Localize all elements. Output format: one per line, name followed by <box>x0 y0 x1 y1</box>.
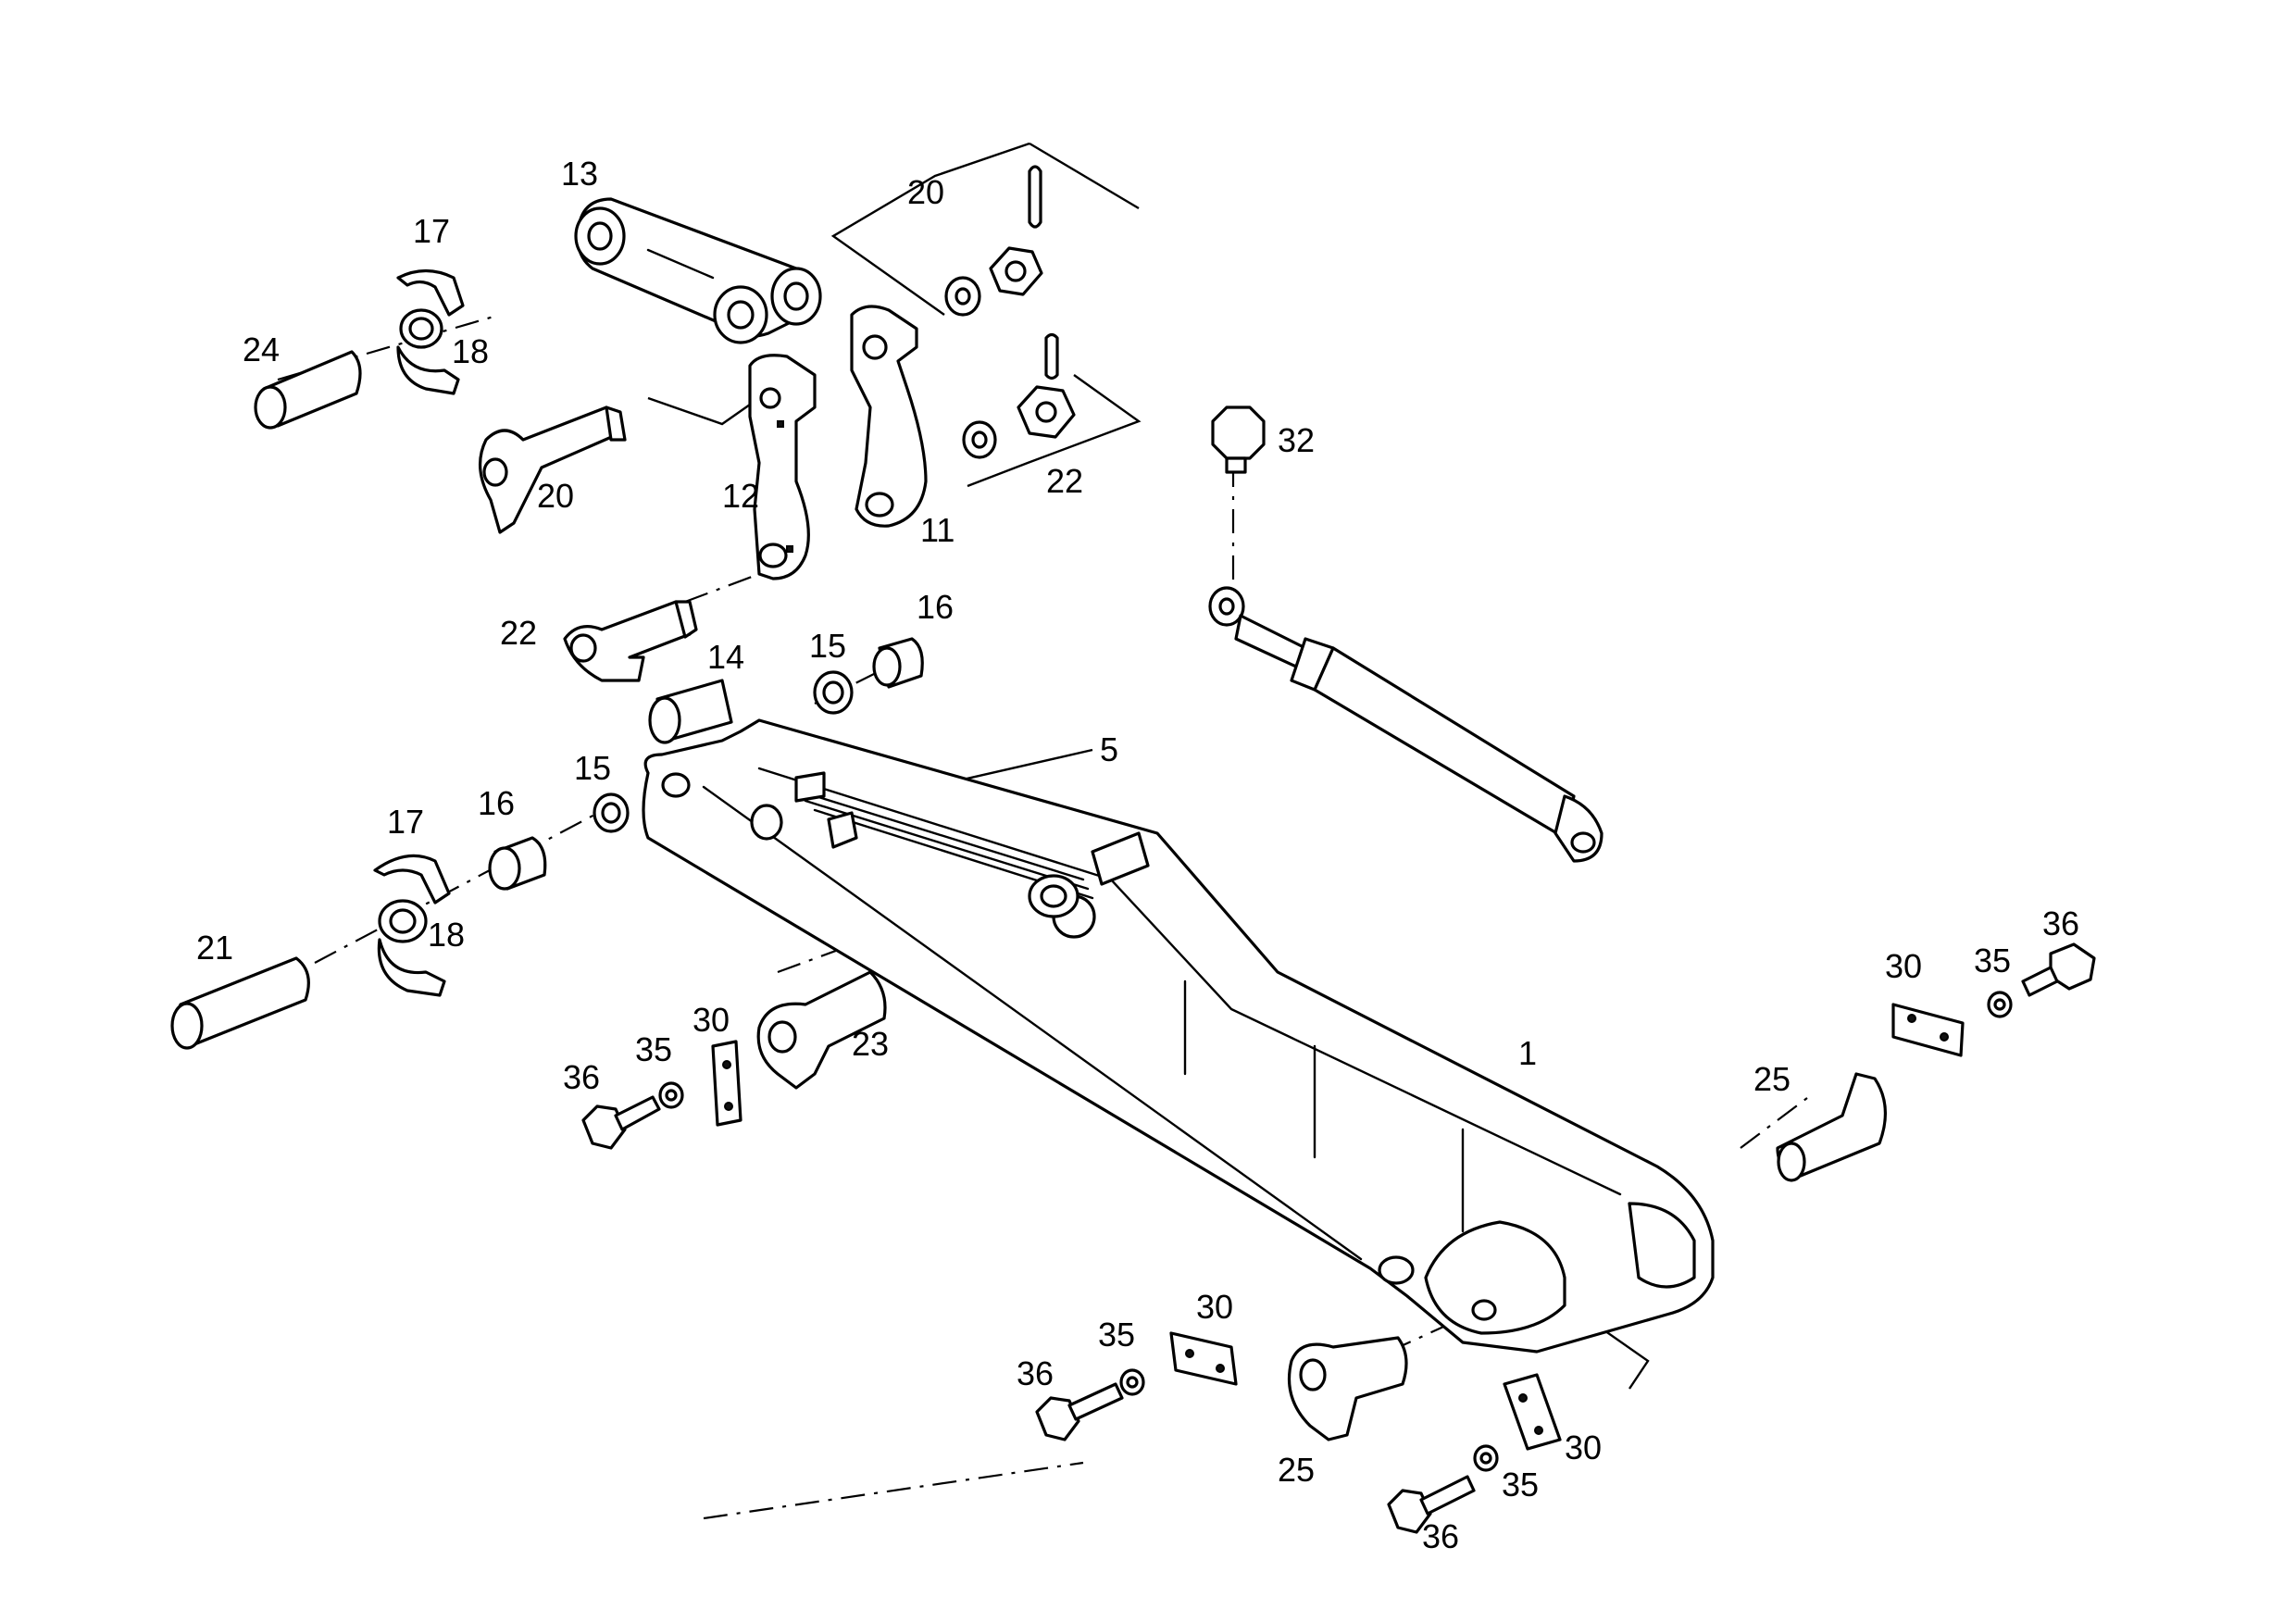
callout-22-upper: 22 <box>1046 462 1083 500</box>
arm-end-boss <box>1424 1220 1566 1335</box>
centre-line-22 <box>684 572 760 604</box>
callout-36-right: 36 <box>2042 905 2079 942</box>
part-set-right <box>1891 942 2096 1057</box>
callout-11: 11 <box>920 511 955 549</box>
part-set-bottom-left <box>1035 1331 1238 1441</box>
callout-13: 13 <box>561 155 598 193</box>
callout-20-lower: 20 <box>537 477 574 515</box>
callout-12: 12 <box>722 477 759 515</box>
callout-21: 21 <box>196 929 233 967</box>
centre-line-right-pin <box>1740 1092 1816 1149</box>
callout-30-bottom-right: 30 <box>1565 1429 1602 1466</box>
callout-18-lower: 18 <box>428 916 465 954</box>
part-25-pin-right <box>1776 1072 1888 1182</box>
plate-30-left <box>711 1040 742 1127</box>
plate-30-right <box>1891 1003 1965 1057</box>
part-5-chain <box>794 771 1150 918</box>
part-set-bottom-right <box>1387 1373 1562 1534</box>
leader-lines <box>647 142 1650 1390</box>
callout-30-bottom: 30 <box>1196 1288 1233 1326</box>
callout-24: 24 <box>243 331 280 368</box>
part-32-nut <box>1211 406 1266 474</box>
callout-35-bottom-right: 35 <box>1502 1466 1539 1503</box>
part-24-pin <box>254 350 362 430</box>
centre-line-pivot <box>314 795 630 964</box>
callout-25-right: 25 <box>1753 1060 1791 1098</box>
callout-36-left: 36 <box>563 1058 600 1096</box>
callout-15-upper: 15 <box>809 627 846 665</box>
part-15-washer-upper <box>813 670 854 715</box>
callout-5: 5 <box>1100 730 1118 768</box>
part-18-ring-upper <box>396 308 460 395</box>
part-11-bracket <box>850 305 928 528</box>
callout-35-right: 35 <box>1974 942 2011 979</box>
part-17-clamp-lower <box>373 854 451 905</box>
part-18-ring-lower <box>377 899 446 997</box>
arm-lug-hole <box>1378 1255 1415 1285</box>
callout-16-upper: 16 <box>917 588 954 626</box>
callout-17-upper: 17 <box>413 212 450 250</box>
part-15-washer-lower <box>593 792 630 833</box>
callout-22-lower: 22 <box>500 614 537 652</box>
callout-32: 32 <box>1278 421 1315 459</box>
part-22-pin <box>563 600 698 682</box>
part-12-bracket <box>748 354 817 580</box>
plate-30-bottom <box>1169 1331 1238 1386</box>
hydraulic-cylinder <box>1208 586 1603 863</box>
callout-20-upper: 20 <box>907 173 944 211</box>
arm-end-plate <box>1628 1202 1696 1289</box>
callout-17-lower: 17 <box>387 803 424 841</box>
callout-labels: 1 5 11 12 13 14 15 15 16 16 17 17 18 18 … <box>196 155 2079 1555</box>
callout-1: 1 <box>1518 1034 1537 1072</box>
part-25-pin-bottom <box>1287 1336 1408 1441</box>
part-16-bushing-upper <box>872 637 924 689</box>
part-set-left <box>581 1040 742 1150</box>
part-20-pin <box>478 406 627 534</box>
callout-30-left: 30 <box>693 1001 730 1039</box>
centre-line-24 <box>277 313 501 381</box>
callout-30-right: 30 <box>1885 947 1922 985</box>
part-14-bushing <box>648 679 733 744</box>
callout-35-left: 35 <box>635 1030 672 1068</box>
part-22-hardware-right <box>962 332 1076 459</box>
part-20-hardware-top <box>944 165 1043 317</box>
centre-line-left-pin <box>703 1461 1084 1520</box>
arm-end-hole <box>661 772 691 798</box>
callout-36-bottom: 36 <box>1017 1354 1054 1392</box>
callout-25-bottom: 25 <box>1278 1451 1315 1489</box>
part-21-pin <box>170 956 310 1050</box>
part-13-link <box>574 197 822 344</box>
part-23-pin <box>756 970 887 1090</box>
callout-14: 14 <box>707 638 744 676</box>
callout-36-bottom-right: 36 <box>1422 1517 1459 1555</box>
plate-30-bottom-right <box>1503 1373 1562 1451</box>
callout-18-upper: 18 <box>452 332 489 370</box>
part-1-lift-arm <box>642 718 1715 1354</box>
part-17-clamp-upper <box>396 268 465 317</box>
callout-35-bottom: 35 <box>1098 1316 1135 1354</box>
arm-pivot-hole <box>750 804 783 841</box>
callout-23: 23 <box>852 1025 889 1063</box>
callout-15-lower: 15 <box>574 749 611 787</box>
bolt-36-bottom <box>1035 1396 1080 1441</box>
callout-16-lower: 16 <box>478 784 515 822</box>
part-16-bushing-lower <box>488 836 547 891</box>
